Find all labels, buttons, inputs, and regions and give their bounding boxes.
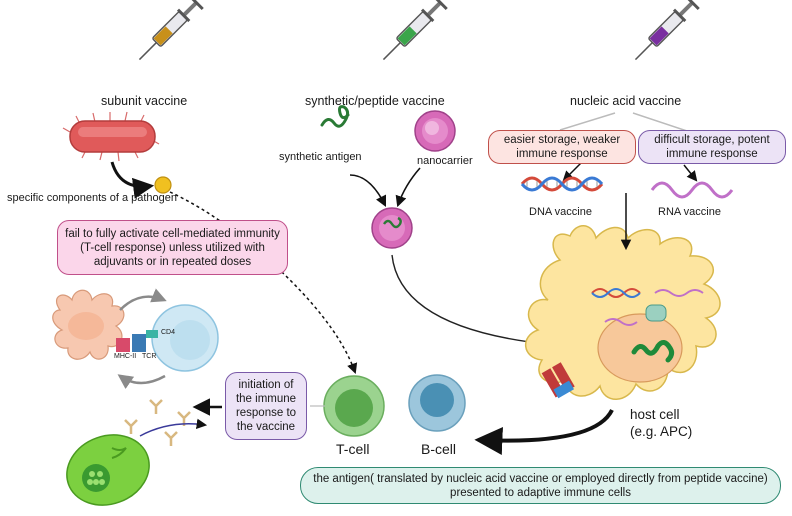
antibodies-icon <box>124 399 191 446</box>
tcell-icon <box>323 375 385 437</box>
initiation-box: initiation of the immune response to the… <box>225 372 307 440</box>
antigen-particle-icon <box>154 176 172 194</box>
apc-tcell-interaction-icon <box>52 288 219 390</box>
antigen-presentation-box: the antigen( translated by nucleic acid … <box>300 467 781 504</box>
rna-vaccine-label: RNA vaccine <box>658 206 721 218</box>
infected-cell-icon <box>66 434 150 506</box>
syringe-subunit-icon <box>138 0 204 61</box>
bcell-icon <box>408 374 466 432</box>
nucleic-vaccine-label: nucleic acid vaccine <box>570 94 682 108</box>
bcell-label: B-cell <box>421 441 457 457</box>
host-cell-apc-icon <box>525 225 721 400</box>
tcr-label: TCR <box>142 353 157 360</box>
syringe-peptide-icon <box>382 0 448 61</box>
bacterium-icon <box>62 111 160 162</box>
rna-note-box: difficult storage, potent immune respons… <box>638 130 786 164</box>
pathogen-components-label: specific components of a pathogen <box>7 192 178 204</box>
syringe-nucleic-icon <box>634 0 700 61</box>
mhc-label: MHC-II <box>114 353 137 360</box>
dna-note-box: easier storage, weaker immune response <box>488 130 636 164</box>
synthetic-antigen-label: synthetic antigen <box>279 151 362 163</box>
cd4-label: CD4 <box>161 329 176 336</box>
peptide-vaccine-label: synthetic/peptide vaccine <box>305 94 445 108</box>
tcell-label: T-cell <box>336 441 370 457</box>
rna-strand-icon <box>650 181 734 199</box>
loaded-nanocarrier-icon <box>371 207 413 249</box>
host-cell-label: host cell <box>630 407 680 422</box>
nanocarrier-label: nanocarrier <box>417 155 473 167</box>
dna-helix-icon <box>520 176 604 192</box>
dna-vaccine-label: DNA vaccine <box>529 206 592 218</box>
subunit-vaccine-label: subunit vaccine <box>101 94 188 108</box>
host-cell-example-label: (e.g. APC) <box>630 424 693 439</box>
synthetic-antigen-icon <box>320 105 350 128</box>
subunit-note-box: fail to fully activate cell-mediated imm… <box>57 220 288 275</box>
nanocarrier-icon <box>414 110 456 152</box>
